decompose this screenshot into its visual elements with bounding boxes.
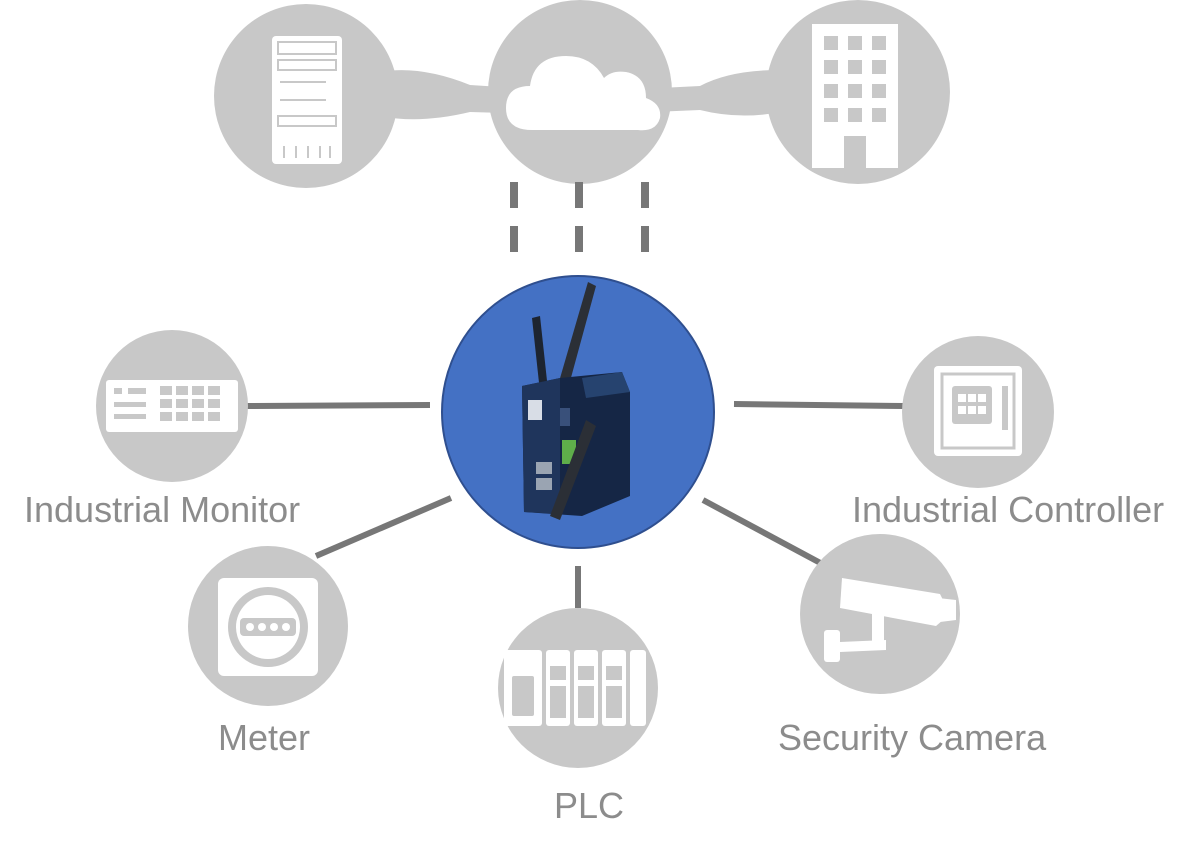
hub-node xyxy=(441,275,715,549)
meter-icon xyxy=(218,578,318,676)
label-industrial-controller: Industrial Controller xyxy=(852,489,1165,530)
industrial-monitor-icon xyxy=(106,380,238,432)
building-node xyxy=(766,0,950,184)
industrial-controller-icon xyxy=(934,366,1022,456)
cloud-icon xyxy=(506,56,661,131)
label-plc: PLC xyxy=(554,785,625,826)
connector-meter xyxy=(314,495,453,559)
industrial-gateway-router-icon xyxy=(522,282,630,520)
security-camera-icon xyxy=(824,578,956,662)
security-camera-node xyxy=(800,534,960,694)
wireless-links xyxy=(510,182,649,262)
connector-security-camera xyxy=(701,497,828,569)
meter-node xyxy=(188,546,348,706)
server-node xyxy=(214,4,398,188)
device-connectors xyxy=(245,401,905,608)
plc-icon xyxy=(504,650,646,726)
label-security-camera: Security Camera xyxy=(778,717,1047,758)
connector-industrial-controller xyxy=(733,401,905,409)
server-rack-icon xyxy=(272,36,342,164)
cloud-node xyxy=(488,0,672,184)
building-icon xyxy=(812,24,898,168)
industrial-monitor-node xyxy=(96,330,248,482)
connector-industrial-monitor xyxy=(245,402,431,409)
plc-node xyxy=(498,608,658,768)
industrial-controller-node xyxy=(902,336,1054,488)
label-industrial-monitor: Industrial Monitor xyxy=(24,489,301,530)
label-meter: Meter xyxy=(218,717,311,758)
